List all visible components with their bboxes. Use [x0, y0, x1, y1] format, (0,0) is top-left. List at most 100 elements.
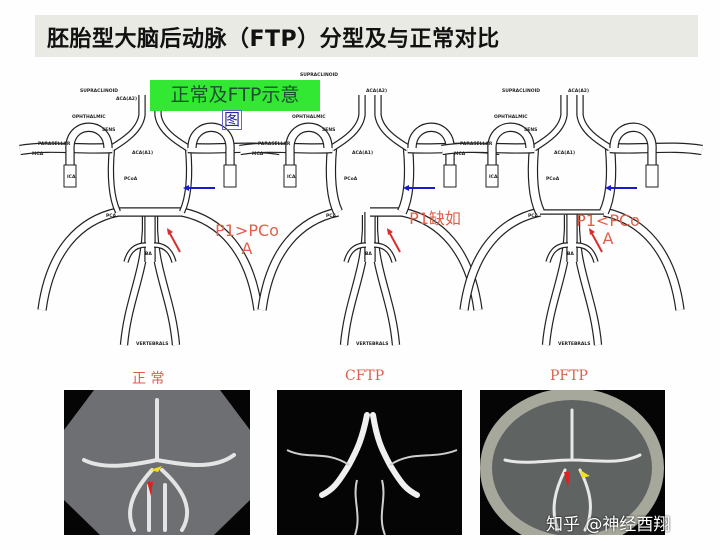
- mra-image: [286, 412, 458, 535]
- overlay-label-tail: 图: [222, 110, 243, 130]
- aca-right-lumen: [155, 95, 190, 151]
- vessel-label: SENS: [524, 127, 537, 133]
- ica-stump: [645, 164, 659, 188]
- vessel-label: ACA(A2): [116, 96, 137, 102]
- pcoa-right-lumen: [600, 147, 616, 214]
- mra-image: [64, 390, 250, 535]
- vessel-label: ACA(A2): [568, 88, 589, 94]
- blue-arrow-head-icon: [183, 185, 189, 191]
- cerebellar-branch-lumen: [546, 243, 569, 263]
- blue-arrow-head-icon: [403, 185, 409, 191]
- cerebellar-branch-lumen: [153, 243, 176, 263]
- pcoa-left-lumen: [528, 147, 544, 214]
- ica-stump: [223, 164, 237, 188]
- vessel-label: BA: [145, 251, 152, 257]
- pca-right-lumen: [603, 208, 684, 311]
- circle-of-willis-diagrams: SUPRACLINOID OPHTHALMIC SENS PARASELLAR MCA I…: [19, 72, 703, 347]
- vessel-label: SENS: [102, 127, 115, 133]
- vessel-label: PARASELLAR: [258, 141, 291, 147]
- vessel-label: PARASELLAR: [38, 141, 71, 147]
- pca-left-lumen: [460, 208, 541, 311]
- comparison-line: A: [602, 229, 614, 248]
- cerebellar-branch-lumen: [124, 243, 147, 263]
- vessel-label: PCoA: [344, 176, 358, 182]
- vessel-label: BA: [365, 251, 372, 257]
- aca-left-lumen: [532, 95, 567, 151]
- ica-stump: [443, 164, 457, 188]
- ica-siphon-left-lumen: [488, 123, 534, 175]
- vessel-label: VERTEBRALS: [136, 341, 168, 347]
- yellow-arrow-icon: [580, 470, 590, 478]
- blue-arrow-head-icon: [605, 185, 611, 191]
- diagram-partial: SUPRACLINOIDOPHTHALMICSENSPARASELLARMCAI…: [441, 88, 703, 347]
- pca-left-lumen: [258, 208, 339, 311]
- yellow-arrow-icon: [150, 466, 162, 472]
- vessel-label: PCA: [106, 213, 117, 219]
- vessel-label: BA: [567, 251, 574, 257]
- vessel-label: MCA: [32, 151, 44, 157]
- cerebellar-branch-lumen: [575, 243, 598, 263]
- mra-photo-cftp: [277, 390, 462, 535]
- diagram-normal: SUPRACLINOID OPHTHALMIC SENS PARASELLAR MCA I…: [19, 88, 281, 347]
- vessel-label: SUPRACLINOID: [300, 72, 338, 78]
- cerebellar-branch-lumen: [344, 243, 367, 263]
- vessel-label: ACA(A1): [132, 150, 153, 156]
- aca-right-lumen: [577, 95, 612, 151]
- vessel-label: PARASELLAR: [460, 141, 493, 147]
- red-arrow-head-icon: [387, 228, 393, 235]
- vessel-label: SUPRACLINOID: [502, 88, 540, 94]
- title-bar: 胚胎型大脑后动脉（FTP）分型及与正常对比: [35, 15, 698, 57]
- vessel-label: PCA: [326, 213, 337, 219]
- comparison-label-cftp: P1缺如: [400, 210, 470, 228]
- vessel-label: ICA: [489, 174, 498, 180]
- comparison-line: A: [241, 239, 253, 258]
- pca-left-lumen: [38, 208, 119, 311]
- vessel-label: VERTEBRALS: [356, 341, 388, 347]
- ica-siphon-left-lumen: [286, 123, 332, 175]
- vessel-label: MCA: [252, 151, 264, 157]
- ica-stump: [485, 164, 499, 188]
- red-arrow-head-icon: [167, 228, 173, 235]
- pcoa-left-lumen: [108, 147, 120, 213]
- red-arrow-icon: [147, 482, 153, 496]
- vessel-label: OPHTHALMIC: [494, 114, 528, 120]
- photo-caption-cftp: CFTP: [345, 368, 385, 384]
- aca-right-lumen: [375, 95, 410, 151]
- pca-right-lumen: [401, 208, 482, 311]
- cerebellar-branch-lumen: [373, 243, 396, 263]
- ica-siphon-left-lumen: [66, 123, 112, 175]
- mra-photo-normal: [64, 390, 250, 535]
- watermark: 知乎 @神经酉翔: [546, 515, 671, 535]
- aca-left-lumen: [110, 95, 145, 151]
- vessel-label: ACA(A2): [366, 88, 387, 94]
- comparison-label-normal: P1>PCo A: [212, 222, 282, 258]
- comparison-line: P1缺如: [409, 209, 461, 228]
- vessel-label: PCoA: [546, 176, 560, 182]
- photo-caption-pftp: PFTP: [550, 368, 588, 384]
- vessel-label: VERTEBRALS: [558, 341, 590, 347]
- ica-siphon-right-lumen: [610, 123, 656, 175]
- vessel-label: OPHTHALMIC: [72, 114, 106, 120]
- comparison-line: P1>PCo: [215, 221, 279, 240]
- pcoa-left-lumen: [326, 147, 342, 214]
- comparison-label-pftp: P1<PCo A: [573, 212, 643, 248]
- ica-siphon-right-lumen: [188, 123, 234, 175]
- ica-stump: [63, 164, 77, 188]
- mra-image: [480, 390, 664, 535]
- red-arrow-icon: [564, 472, 570, 488]
- vessel-label: ACA(A1): [352, 150, 373, 156]
- vessel-label: PCA: [528, 213, 539, 219]
- vessel-label: SUPRACLINOID: [80, 88, 118, 94]
- vessel-label: ICA: [67, 174, 76, 180]
- aca-left-lumen: [330, 95, 365, 151]
- slide-title: 胚胎型大脑后动脉（FTP）分型及与正常对比: [47, 27, 500, 52]
- vessel-label: SENS: [322, 127, 335, 133]
- pca-right-lumen: [181, 208, 262, 311]
- red-arrow-head-icon: [589, 228, 595, 235]
- ica-stump: [283, 164, 297, 188]
- vessel-label: ICA: [287, 174, 296, 180]
- photo-caption-normal: 正 常: [132, 371, 165, 387]
- vessel-label: PCoA: [124, 176, 138, 182]
- overlay-label: 正常及FTP示意: [150, 80, 320, 111]
